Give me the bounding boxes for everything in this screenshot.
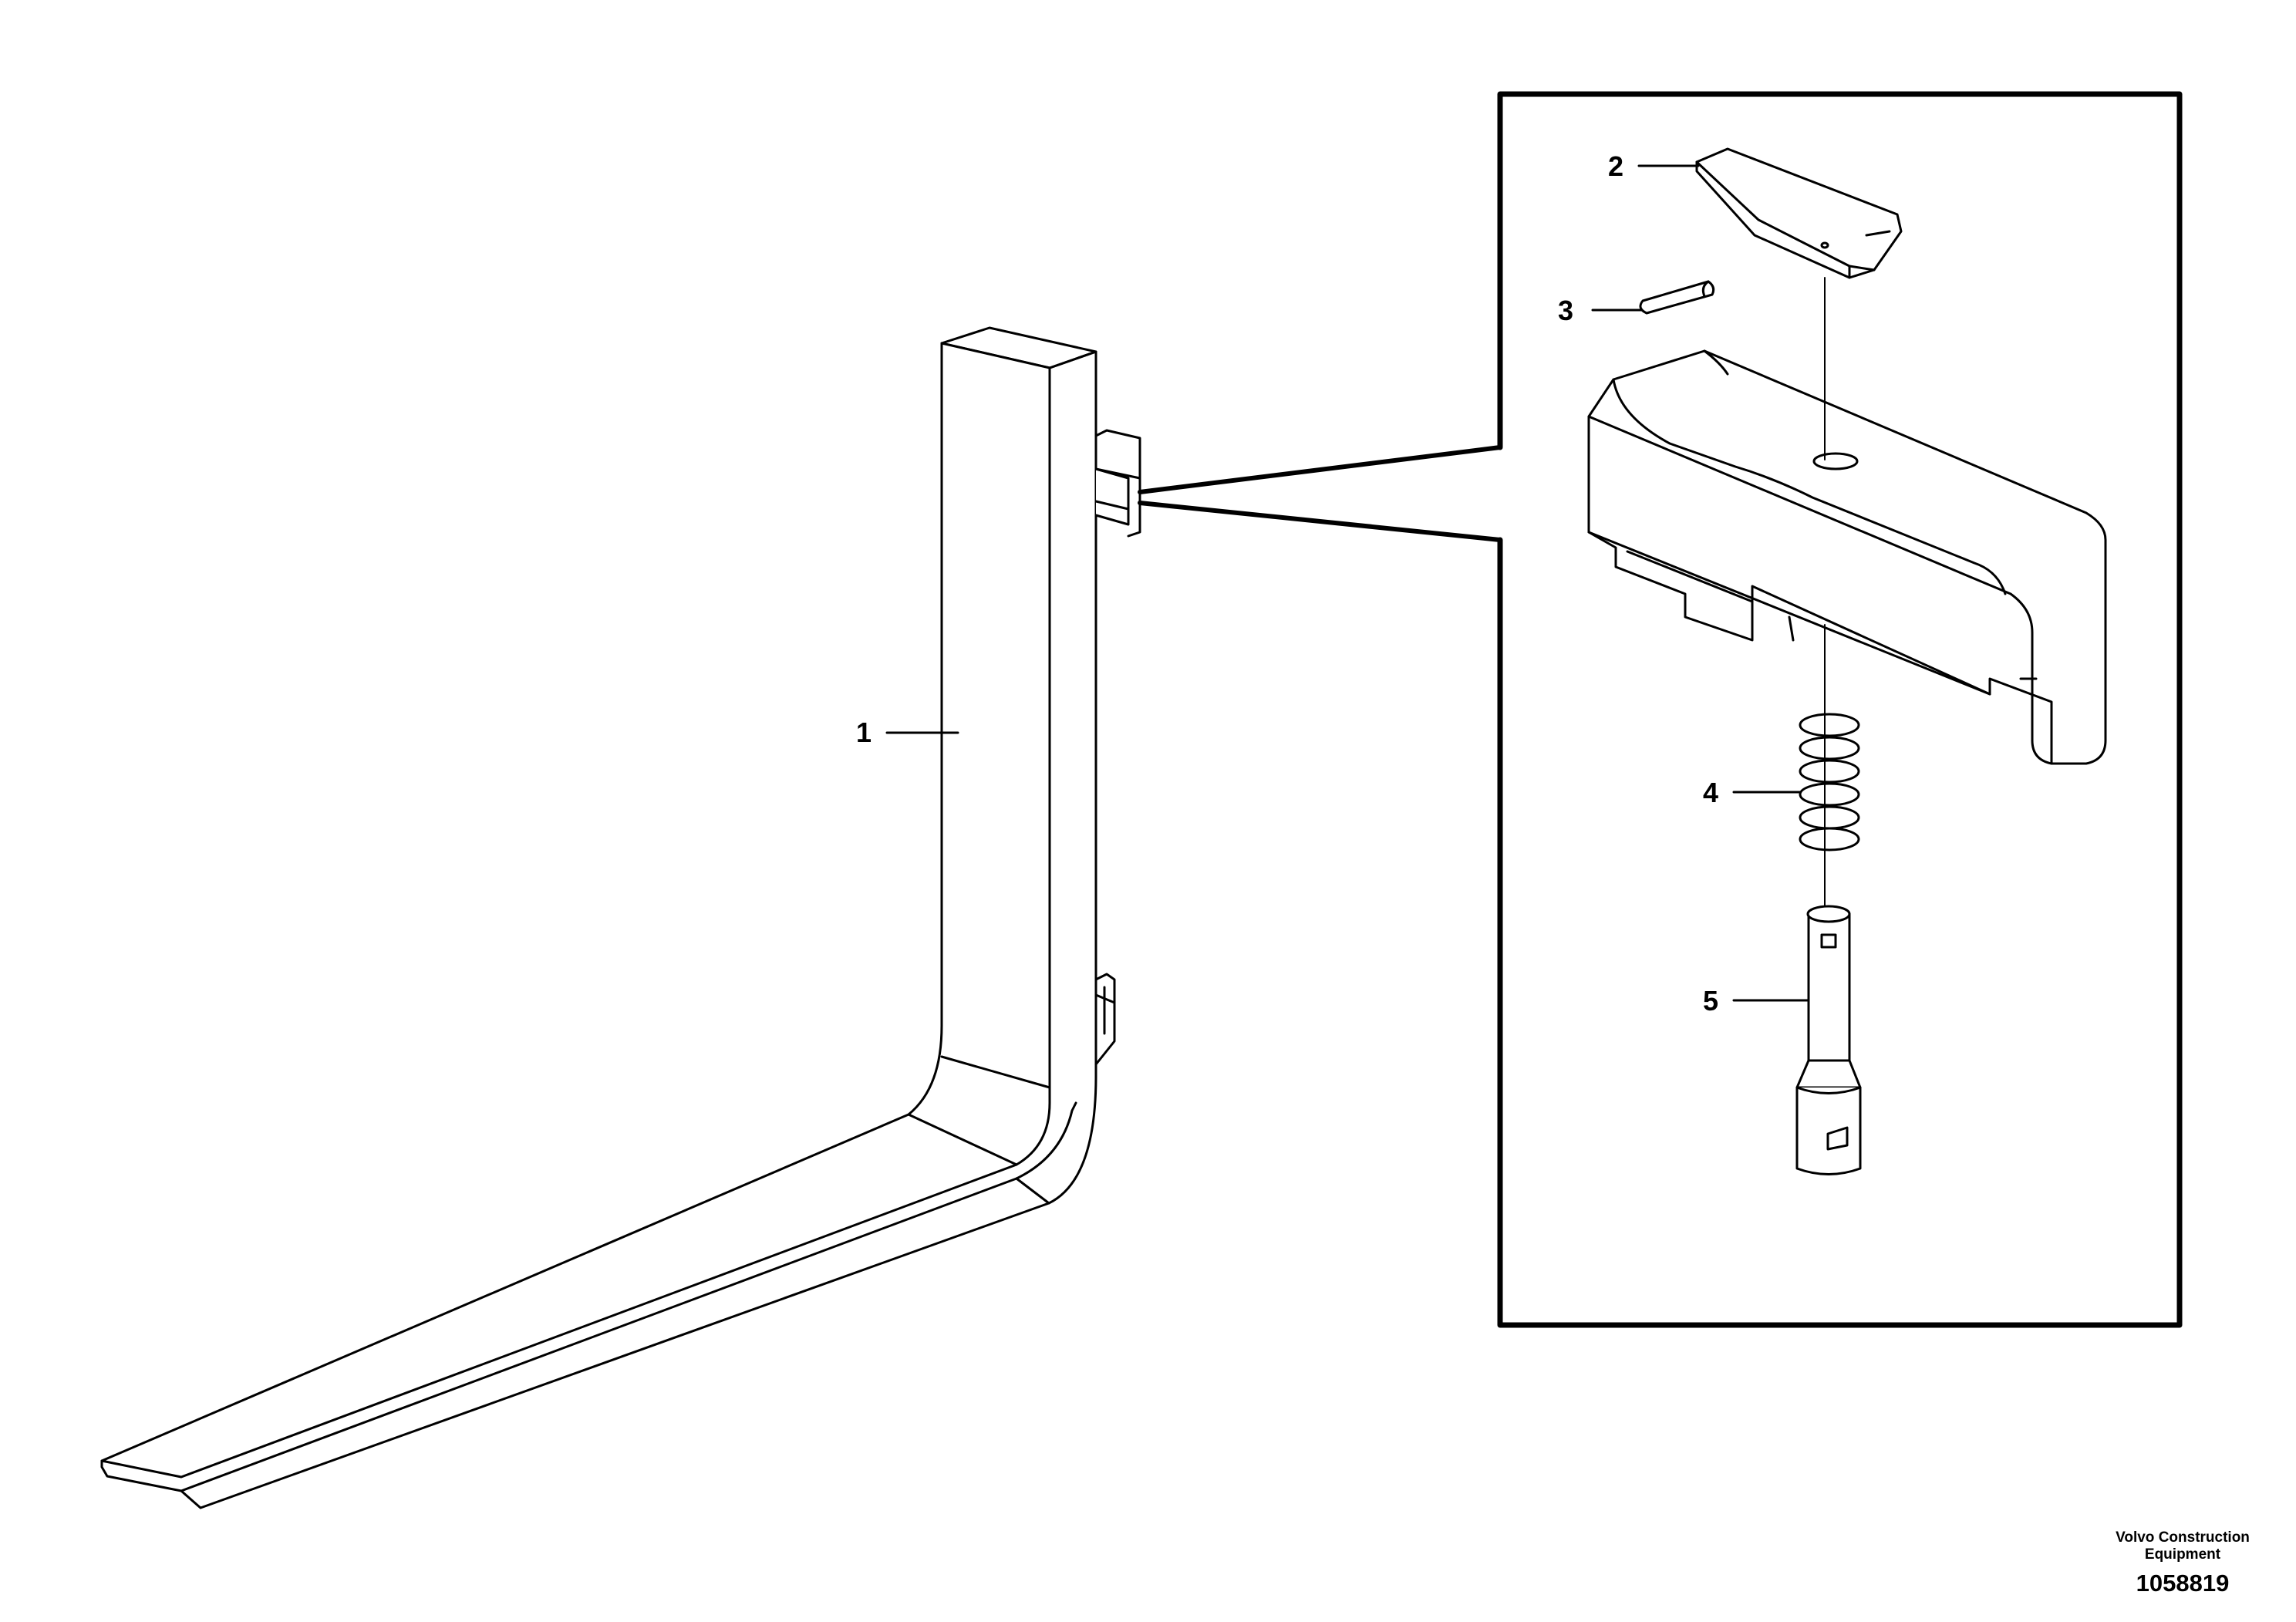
publisher-line-2: Equipment (2144, 1546, 2221, 1563)
callout-2: 2 (1608, 150, 1623, 182)
fork-block (1587, 349, 2107, 765)
publisher-line-1: Volvo Construction (2116, 1529, 2250, 1546)
callout-3: 3 (1558, 295, 1573, 326)
callout-5: 5 (1703, 985, 1718, 1017)
spring (1799, 713, 1860, 851)
bracket-cap (1695, 147, 1903, 279)
drawing-number: 1058819 (2136, 1570, 2230, 1597)
fork (100, 326, 1141, 1509)
zoom-line-upper (1138, 445, 1502, 494)
pin (1639, 280, 1715, 315)
callout-4: 4 (1703, 777, 1718, 808)
detail-frame (1497, 91, 2183, 1328)
callout-1: 1 (856, 717, 872, 748)
zoom-line-lower (1138, 501, 1502, 542)
publisher-credit: Volvo Construction Equipment (2098, 1529, 2267, 1563)
latch-pin (1795, 905, 1862, 1175)
